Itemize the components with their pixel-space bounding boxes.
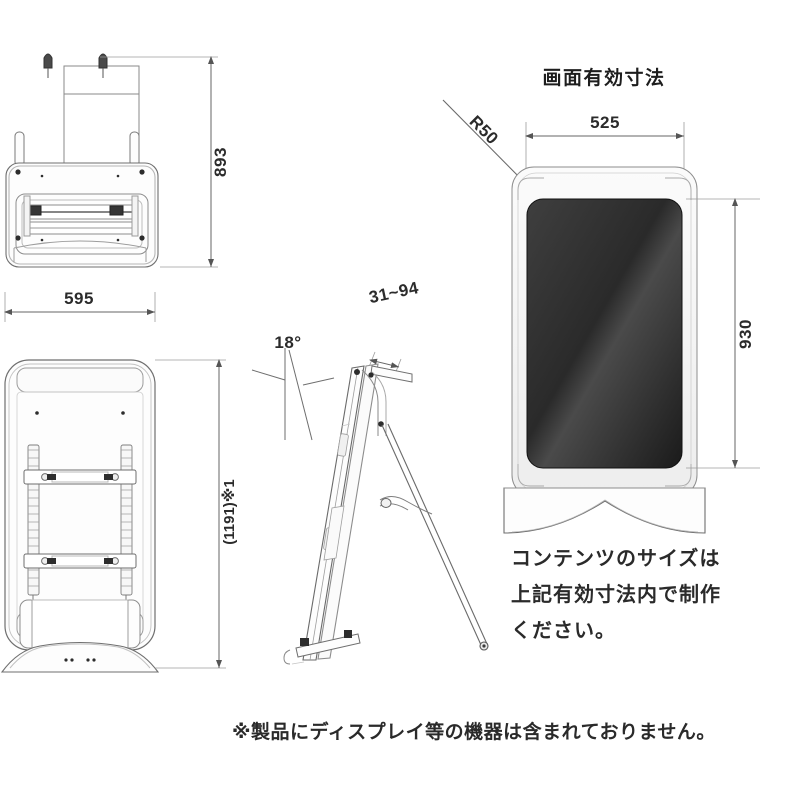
side-view-panel-detail — [309, 366, 359, 661]
dimension-930: 930 — [686, 198, 760, 469]
dimension-930-label: 930 — [736, 319, 755, 349]
dimension-31-94: 31~94 — [367, 278, 420, 375]
top-view-base — [13, 240, 147, 262]
dimension-595: 595 — [4, 289, 156, 322]
rear-view-vesa-bracket — [23, 444, 137, 606]
rear-view-holes — [35, 411, 125, 415]
angle-18-indicator: 18° — [251, 333, 335, 441]
top-view-posts — [14, 131, 140, 167]
side-view-cross-brace — [379, 496, 433, 515]
rear-view-lower-box — [19, 599, 141, 649]
side-view-hidden-edges — [291, 423, 351, 665]
dimension-31-94-label: 31~94 — [367, 278, 420, 307]
radius-r50-leader: R50 — [442, 99, 529, 187]
side-view-pivots — [354, 369, 384, 427]
content-note-line-3: ください。 — [511, 618, 616, 642]
dimension-595-label: 595 — [64, 289, 94, 308]
top-view-bracket — [15, 193, 149, 255]
rear-view: 595 — [0, 289, 238, 673]
side-view-top-arm — [361, 365, 413, 436]
side-view-foot — [283, 630, 361, 665]
rear-view-base-holes — [64, 658, 96, 662]
side-view-support-leg — [381, 423, 489, 651]
dimension-893-label: 893 — [211, 147, 230, 177]
content-note-line-2: 上記有効寸法内で制作 — [511, 582, 721, 606]
content-note: コンテンツのサイズは 上記有効寸法内で制作 ください。 — [511, 546, 721, 642]
rear-view-base — [0, 641, 160, 673]
dimension-525-label: 525 — [590, 113, 620, 132]
dimension-893: 893 — [100, 56, 230, 268]
content-note-line-1: コンテンツのサイズは — [511, 546, 720, 570]
angle-18-label: 18° — [274, 333, 301, 352]
footer-note-text: ※製品にディスプレイ等の機器は含まれておりません。 — [232, 720, 716, 743]
dimension-1191: (1191)※1 — [155, 359, 238, 669]
radius-r50-label: R50 — [466, 112, 503, 149]
top-view: 893 — [5, 53, 230, 268]
front-view-title: 画面有効寸法 — [542, 66, 665, 89]
side-view: 18° 31~94 — [251, 278, 489, 665]
top-view-holes — [15, 169, 145, 242]
dimension-1191-label: (1191)※1 — [220, 479, 238, 544]
front-view-base — [503, 487, 706, 534]
front-view: 画面有効寸法 R50 525 — [442, 66, 760, 534]
top-view-mount-hooks — [43, 53, 140, 173]
footer-note: ※製品にディスプレイ等の機器は含まれておりません。 — [232, 720, 716, 743]
display-screen — [526, 198, 683, 469]
